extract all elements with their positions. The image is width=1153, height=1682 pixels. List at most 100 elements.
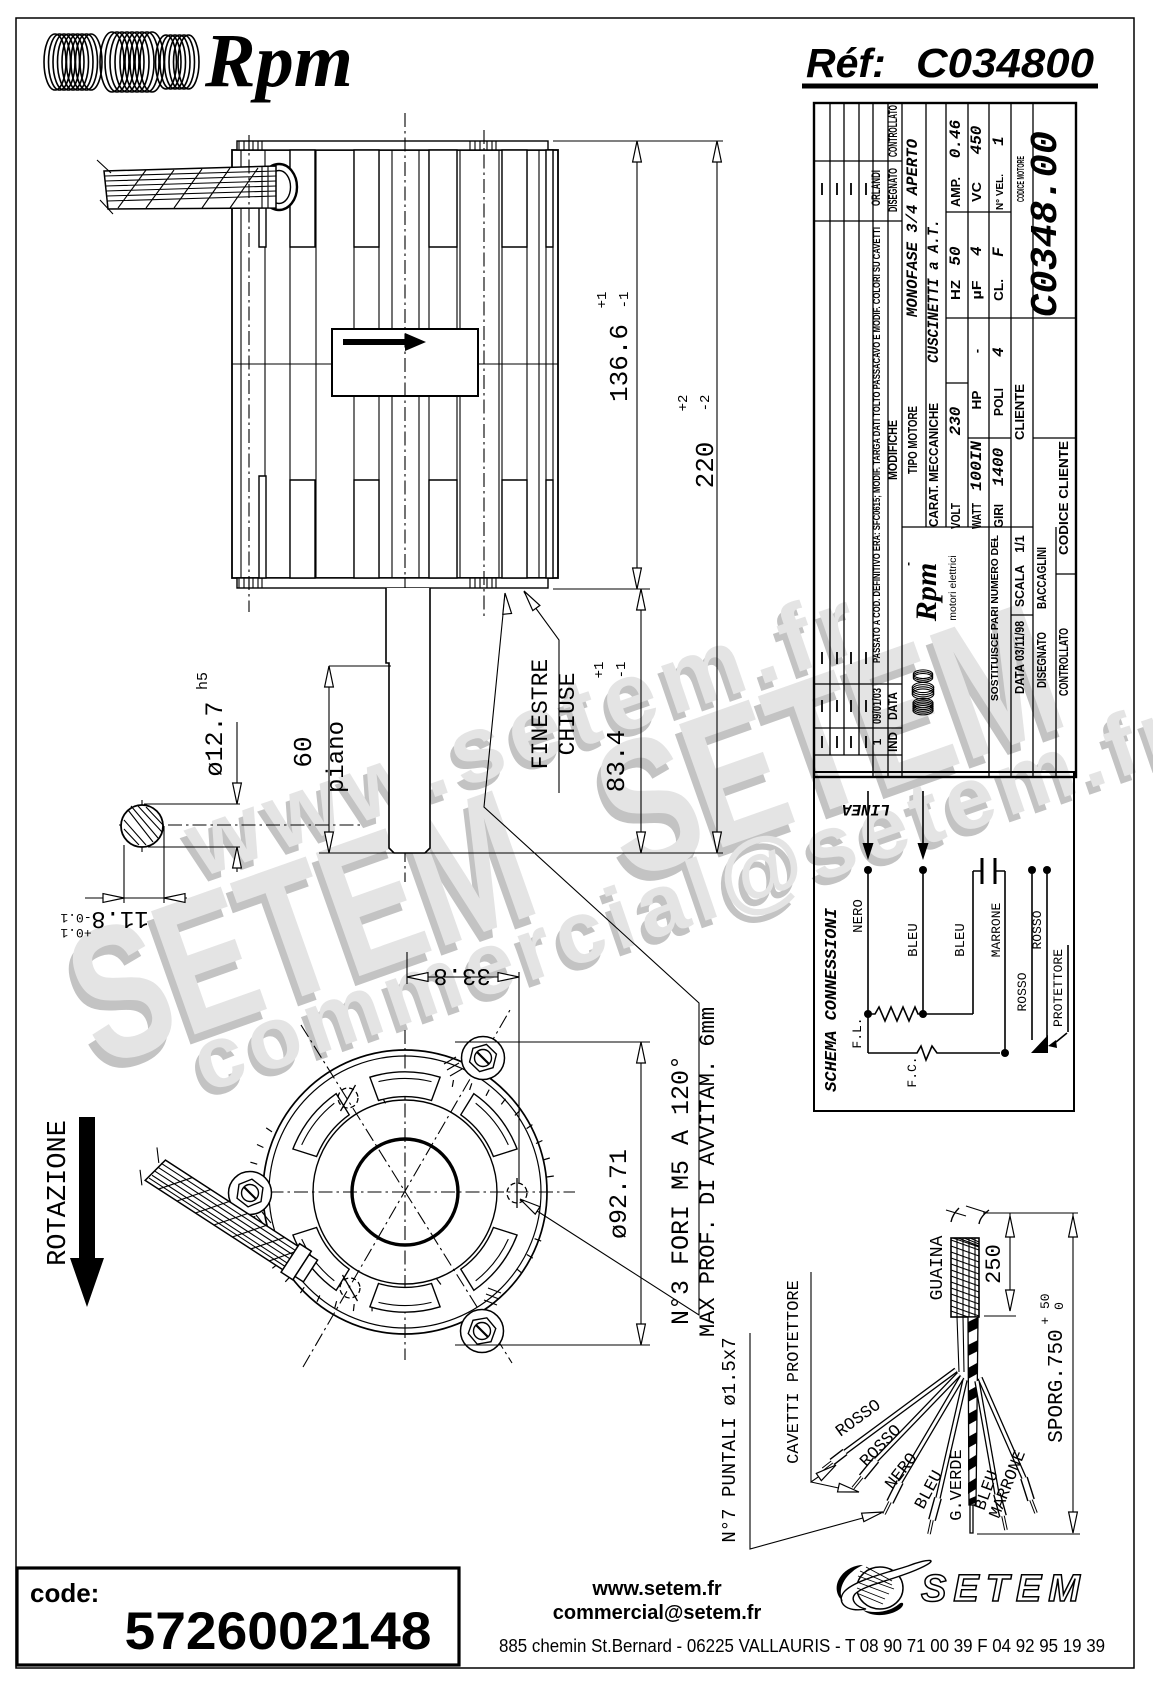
svg-text:DATA: DATA <box>1013 664 1027 694</box>
svg-text:FINESTRE: FINESTRE <box>528 659 554 769</box>
svg-text:MODIFICHE: MODIFICHE <box>885 420 900 480</box>
svg-text:GIRI: GIRI <box>992 504 1006 528</box>
svg-text:+2: +2 <box>676 395 692 412</box>
svg-text:Rpm: Rpm <box>910 563 943 622</box>
svg-text:-: - <box>970 349 984 353</box>
svg-text:BLEU: BLEU <box>953 923 969 957</box>
svg-text:+ 50: + 50 <box>1038 1293 1053 1324</box>
svg-text:CLIENTE: CLIENTE <box>1013 384 1027 440</box>
svg-text:F.C.: F.C. <box>905 1056 920 1087</box>
svg-text:N°7 PUNTALI ø1.5x7: N°7 PUNTALI ø1.5x7 <box>719 1337 741 1542</box>
svg-text:WATT: WATT <box>970 503 984 529</box>
svg-text:0: 0 <box>1052 1302 1067 1310</box>
svg-text:CONTROLLATO: CONTROLLATO <box>888 105 900 157</box>
svg-text:83.4: 83.4 <box>602 730 632 792</box>
svg-text:CODICE CLIENTE: CODICE CLIENTE <box>1057 441 1071 555</box>
svg-text:4: 4 <box>968 246 986 256</box>
svg-text:60: 60 <box>289 736 319 767</box>
svg-text:ø92.71: ø92.71 <box>605 1149 634 1239</box>
svg-text:IND: IND <box>888 732 900 752</box>
svg-text:-: - <box>903 562 915 566</box>
svg-text:DISEGNATO: DISEGNATO <box>888 168 900 212</box>
svg-text:commercial@setem.fr: commercial@setem.fr <box>553 1602 762 1624</box>
svg-text:450: 450 <box>968 125 986 154</box>
svg-text:ROSSO: ROSSO <box>1015 972 1030 1011</box>
svg-text:CHIUSE: CHIUSE <box>555 673 581 756</box>
svg-text:N°3 FORI M5 A 120°: N°3 FORI M5 A 120° <box>667 1055 696 1325</box>
svg-text:DISEGNATO: DISEGNATO <box>1035 632 1049 688</box>
svg-text:PASSATO A COD. DEFINITIVO ERA:: PASSATO A COD. DEFINITIVO ERA: SFC0615; … <box>872 227 883 663</box>
svg-text:MARRONE: MARRONE <box>989 902 1004 957</box>
svg-text:F: F <box>990 247 1008 257</box>
svg-text:CARAT. MECCANICHE: CARAT. MECCANICHE <box>927 403 941 527</box>
svg-text:piano: piano <box>324 721 351 793</box>
svg-text:136.6: 136.6 <box>605 324 635 402</box>
svg-text:G.VERDE: G.VERDE <box>948 1449 967 1520</box>
svg-text:1/1: 1/1 <box>1013 535 1027 552</box>
svg-text:SETEM: SETEM <box>921 1568 1087 1610</box>
svg-text:+1: +1 <box>592 662 608 679</box>
svg-text:1: 1 <box>872 738 884 745</box>
svg-text:DATA: DATA <box>885 692 900 720</box>
svg-text:+0.1: +0.1 <box>60 925 91 940</box>
svg-text:-1: -1 <box>617 292 633 309</box>
svg-text:CODICE MOTORE: CODICE MOTORE <box>1015 156 1027 202</box>
svg-text:-: - <box>987 538 1001 542</box>
svg-text:1: 1 <box>990 136 1008 146</box>
svg-text:h5: h5 <box>195 672 212 690</box>
svg-text:09/01/03: 09/01/03 <box>872 688 884 724</box>
svg-text:MONOFASE 3/4 APERTO: MONOFASE 3/4 APERTO <box>904 139 922 318</box>
svg-text:AMP.: AMP. <box>949 177 963 207</box>
svg-text:HP: HP <box>970 391 984 410</box>
svg-text:1400: 1400 <box>990 447 1008 486</box>
svg-text:ROTAZIONE: ROTAZIONE <box>44 1120 74 1266</box>
svg-text:NERO: NERO <box>851 899 867 933</box>
svg-text:100IN: 100IN <box>968 441 986 491</box>
svg-text:-1: -1 <box>614 662 630 679</box>
svg-text:TIPO MOTORE: TIPO MOTORE <box>906 406 920 474</box>
svg-text:CONTROLLATO: CONTROLLATO <box>1057 628 1071 696</box>
svg-text:SCALA: SCALA <box>1013 565 1027 607</box>
svg-text:BACCAGLINI: BACCAGLINI <box>1035 547 1049 609</box>
svg-text:VOLT: VOLT <box>949 503 963 529</box>
svg-text:GUAINA: GUAINA <box>928 1235 948 1300</box>
svg-text:PROTETTORE: PROTETTORE <box>1051 949 1066 1027</box>
svg-text:885 chemin St.Bernard - 0622: 885 chemin St.Bernard - 06225 VALLAURIS … <box>499 1635 1105 1656</box>
svg-text:ø12.7: ø12.7 <box>201 701 230 776</box>
svg-text:LINEA: LINEA <box>842 800 890 818</box>
svg-text:MAX PROF. DI AVVITAM. 6mm: MAX PROF. DI AVVITAM. 6mm <box>696 1007 721 1337</box>
svg-text:50: 50 <box>947 246 965 266</box>
svg-text:code:: code: <box>30 1578 99 1608</box>
svg-text:SPORG.750: SPORG.750 <box>1046 1329 1069 1442</box>
svg-text:230: 230 <box>947 406 965 435</box>
svg-text:www.setem.fr: www.setem.fr <box>591 1578 722 1600</box>
svg-text:SOSTITUISCE PARI NUMERO DEL: SOSTITUISCE PARI NUMERO DEL <box>989 534 1001 701</box>
svg-text:F.L.: F.L. <box>850 1017 865 1048</box>
svg-text:CAVETTI PROTETTORE: CAVETTI PROTETTORE <box>785 1280 804 1464</box>
svg-text:11.8: 11.8 <box>91 904 149 931</box>
svg-text:5726002148: 5726002148 <box>125 1602 432 1661</box>
svg-text:POLI: POLI <box>992 388 1006 416</box>
svg-text:motori elettrici: motori elettrici <box>947 555 959 620</box>
svg-text:C034800: C034800 <box>916 40 1094 86</box>
svg-text:0.46: 0.46 <box>947 119 965 158</box>
svg-text:-0.1: -0.1 <box>60 910 91 925</box>
svg-text:ROSSO: ROSSO <box>1030 910 1045 949</box>
svg-text:220: 220 <box>691 442 721 489</box>
svg-text:33.8: 33.8 <box>433 961 491 988</box>
svg-text:CL.: CL. <box>992 279 1006 301</box>
svg-text:250: 250 <box>982 1244 1007 1284</box>
svg-text:SCHEMA CONNESSIONI: SCHEMA CONNESSIONI <box>823 907 842 1091</box>
svg-text:ORLANDI: ORLANDI <box>871 170 883 206</box>
svg-text:N° VEL.: N° VEL. <box>994 174 1006 210</box>
svg-text:HZ: HZ <box>949 280 963 300</box>
svg-text:C0348.00: C0348.00 <box>1025 131 1068 317</box>
svg-text:-2: -2 <box>698 395 714 412</box>
svg-text:4: 4 <box>990 347 1008 357</box>
svg-text:Réf:: Réf: <box>806 40 886 86</box>
svg-text:03/11/98: 03/11/98 <box>1013 621 1027 661</box>
svg-text:µF: µF <box>970 280 984 299</box>
svg-text:+1: +1 <box>595 292 611 309</box>
svg-text:Rpm: Rpm <box>204 19 353 103</box>
svg-text:VC: VC <box>970 182 984 202</box>
